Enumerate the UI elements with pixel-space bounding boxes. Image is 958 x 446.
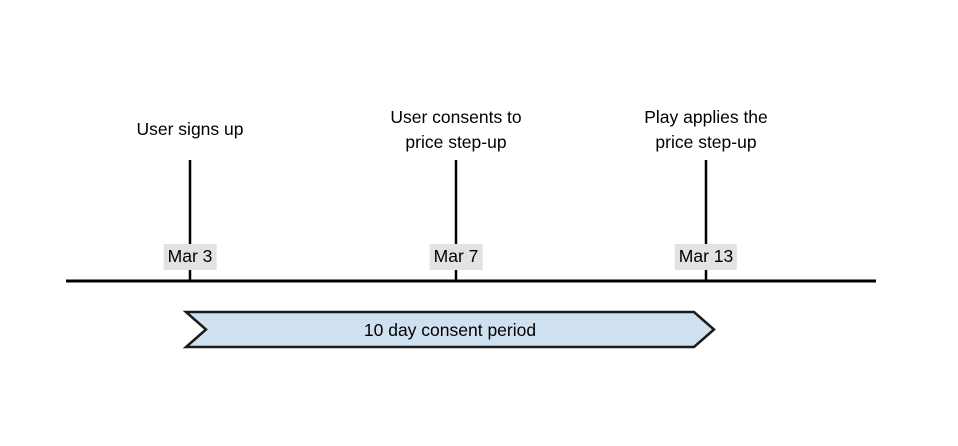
consent-period-arrow-shape — [182, 310, 716, 349]
consent-period-label: 10 day consent period — [363, 319, 537, 340]
date-label-mar-3: Mar 3 — [163, 244, 217, 270]
date-label-mar-13: Mar 13 — [674, 244, 738, 270]
event-caption-play-applies-step-up: Play applies the price step-up — [644, 107, 768, 152]
event-caption-user-signs-up: User signs up — [136, 119, 244, 139]
date-label-mar-7: Mar 7 — [429, 244, 483, 270]
event-caption-user-consents: User consents to price step-up — [390, 107, 522, 152]
